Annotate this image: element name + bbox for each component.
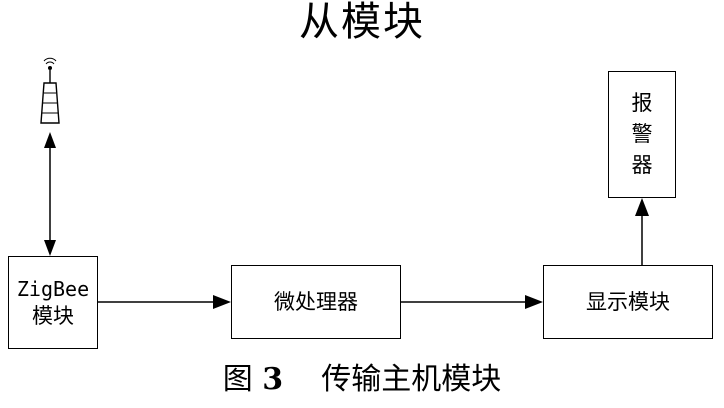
antenna-icon: [40, 57, 60, 124]
zigbee-module-label: 模块: [32, 303, 74, 328]
antenna-zigbee-link: [44, 132, 56, 256]
display-to-alarm-arrow: [635, 198, 649, 265]
figure-caption: 图 3 传输主机模块: [0, 358, 724, 402]
figure-number: 3: [262, 362, 284, 397]
display-module-label: 显示模块: [586, 290, 670, 314]
alarm-label-char-2: 警: [631, 122, 653, 146]
slave-module-title: 从模块: [299, 0, 425, 45]
zigbee-module-box: ZigBee 模块: [8, 256, 98, 349]
alarm-label-char-1: 报: [631, 91, 653, 115]
zigbee-to-mcu-arrow: [98, 295, 231, 309]
mcu-to-display-arrow: [401, 295, 543, 309]
microprocessor-label: 微处理器: [274, 290, 358, 314]
alarm-box: 报 警 器: [608, 71, 676, 198]
zigbee-label: ZigBee: [16, 276, 90, 301]
figure-caption-prefix: 图: [222, 362, 253, 397]
figure-caption-text: 传输主机模块: [321, 362, 502, 397]
alarm-label-char-3: 器: [631, 153, 653, 177]
microprocessor-box: 微处理器: [231, 265, 401, 339]
display-module-box: 显示模块: [543, 265, 713, 339]
